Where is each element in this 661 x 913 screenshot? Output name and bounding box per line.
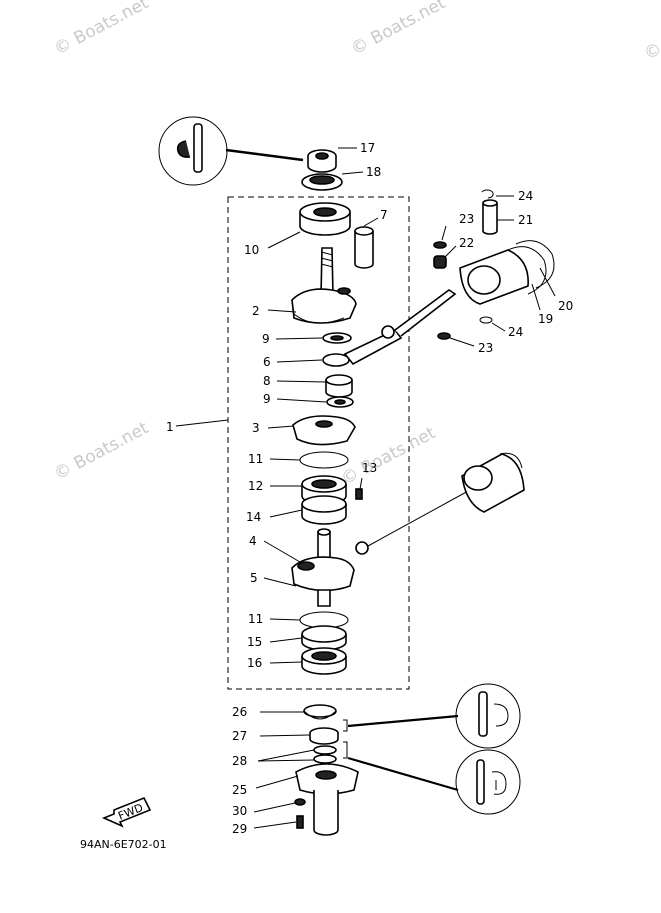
label-26: 26 [232, 705, 247, 719]
detail-circle-bottom-1 [347, 683, 521, 749]
crank-pin-7 [354, 226, 374, 269]
label-11-bottom: 11 [248, 612, 263, 626]
label-16: 16 [247, 656, 262, 670]
label-11-top: 11 [248, 452, 263, 466]
label-15: 15 [247, 635, 262, 649]
label-24-bottom: 24 [508, 325, 523, 339]
fwd-label: FWD [116, 801, 145, 823]
forward-arrow-icon: FWD [101, 796, 152, 828]
dowel-pin-13 [355, 488, 363, 500]
label-30: 30 [232, 804, 247, 818]
label-13: 13 [362, 461, 377, 475]
crankshaft-top-2 [291, 247, 357, 324]
lower-seal-stack [303, 704, 339, 764]
label-4: 4 [249, 534, 257, 548]
piston-lower [461, 452, 525, 513]
oil-seal-17 [307, 149, 337, 173]
label-23-top: 23 [459, 212, 474, 226]
label-10: 10 [244, 243, 259, 257]
thrust-washer-9-top [322, 332, 352, 344]
watermark-top-left: © Boats.net [51, 0, 152, 59]
watermark-top-mid: © Boats.net [348, 0, 449, 59]
label-14: 14 [246, 510, 261, 524]
label-9-top: 9 [262, 332, 270, 346]
diagram-code: 94AN-6E702-01 [80, 838, 167, 851]
watermark-top-right: © Boats.net [641, 0, 661, 64]
label-18: 18 [366, 165, 381, 179]
label-17: 17 [360, 141, 375, 155]
label-9-bottom: 9 [263, 392, 271, 406]
piston-assembly [433, 189, 555, 340]
bolt-29 [296, 815, 304, 829]
crankshaft-lower-4-5 [291, 528, 369, 607]
crankshaft-assembly-box [227, 196, 410, 690]
label-24-top: 24 [518, 189, 533, 203]
bearing-14 [301, 495, 347, 525]
thrust-washer-9-bottom [326, 396, 354, 408]
bearing-16 [301, 647, 347, 675]
lower-bearing-housing-25 [295, 763, 359, 836]
label-28: 28 [232, 754, 247, 768]
watermark-mid-center: © Boats.net [338, 423, 439, 490]
label-6: 6 [263, 355, 271, 369]
watermark-mid-left: © Boats.net [51, 418, 152, 485]
bearing-10 [299, 202, 351, 236]
retaining-ring-11-top [299, 451, 349, 469]
washer-30 [294, 798, 306, 806]
detail-circle-bottom-2 [347, 749, 521, 815]
bearing-15 [301, 625, 347, 651]
label-23-bottom: 23 [478, 341, 493, 355]
label-12: 12 [248, 479, 263, 493]
connecting-rod-6 [322, 289, 457, 367]
part-labels: 17 18 10 7 2 9 6 8 9 1 3 11 12 13 14 4 5… [166, 141, 573, 836]
label-1: 1 [166, 420, 174, 434]
label-20: 20 [558, 299, 573, 313]
label-5: 5 [250, 571, 258, 585]
needle-bearing-8 [325, 374, 353, 398]
label-8: 8 [263, 374, 271, 388]
crank-web-3 [292, 415, 356, 446]
label-25: 25 [232, 783, 247, 797]
label-27: 27 [232, 729, 247, 743]
label-22: 22 [459, 236, 474, 250]
label-7: 7 [380, 208, 388, 222]
label-3: 3 [252, 421, 260, 435]
detail-circle-top [158, 116, 304, 186]
label-29: 29 [232, 822, 247, 836]
oil-seal-18 [301, 173, 343, 191]
label-19: 19 [538, 312, 553, 326]
leader-lines [175, 147, 556, 829]
label-2: 2 [252, 304, 260, 318]
label-21: 21 [518, 213, 533, 227]
